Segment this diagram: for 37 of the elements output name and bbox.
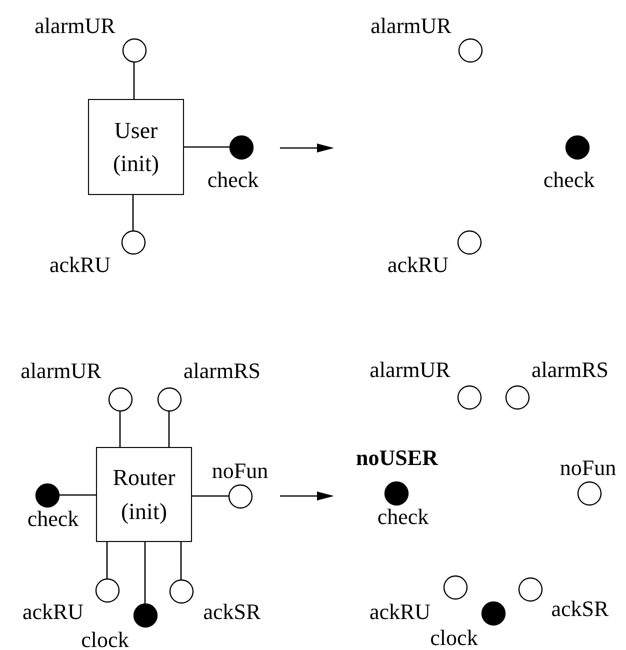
box-label: (init): [113, 150, 159, 178]
process-box: [88, 99, 184, 195]
port-label: ackRU: [22, 601, 84, 623]
connector-line: [133, 62, 135, 99]
port-label: alarmUR: [34, 15, 116, 37]
port-label: alarmRS: [532, 359, 608, 381]
port-label: clock: [81, 629, 129, 650]
port-label: ackRU: [49, 254, 111, 276]
port-label: alarmRS: [184, 360, 260, 382]
box-label: User: [114, 116, 158, 145]
connector-line: [144, 542, 146, 604]
port-label: alarmUR: [370, 15, 452, 37]
port-label: ackSR: [551, 598, 609, 620]
port-label: ackSR: [203, 601, 261, 623]
port-label: alarmUR: [20, 360, 102, 382]
connector-line: [132, 195, 134, 230]
port-label: check: [543, 169, 595, 191]
box-label: (init): [121, 498, 167, 526]
connector-line: [60, 494, 96, 496]
port-label: noFun: [560, 457, 616, 479]
connector-line: [106, 542, 108, 578]
port-label: clock: [430, 627, 478, 649]
port-label: noFun: [212, 460, 268, 482]
port-label: check: [27, 508, 79, 530]
port-label: ackRU: [387, 254, 449, 276]
connector-line: [184, 146, 230, 148]
state-label: noUSER: [356, 447, 438, 469]
connector-line: [180, 542, 182, 580]
port-label: ackRU: [369, 601, 431, 623]
box-label: Router: [112, 464, 176, 492]
port-label: alarmUR: [370, 359, 450, 381]
connector-line: [192, 495, 228, 497]
port-label: check: [377, 506, 429, 528]
connector-line: [119, 410, 121, 447]
port-label: check: [207, 169, 259, 191]
process-box: [96, 447, 192, 542]
connector-line: [168, 410, 170, 447]
